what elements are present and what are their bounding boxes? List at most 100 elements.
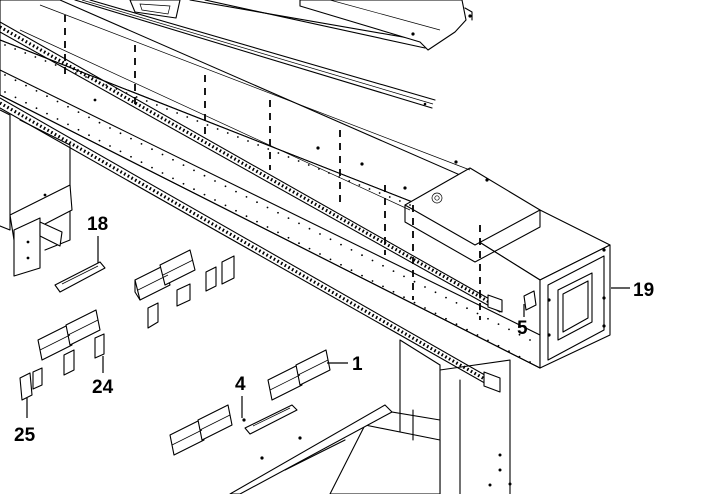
bolt-dot (56, 100, 59, 103)
bolt-dot (247, 140, 249, 142)
bolt-dot (466, 328, 468, 331)
bolt-dot (455, 302, 458, 304)
bolt-dot (109, 145, 111, 147)
bolt-dot (398, 200, 401, 202)
bolt-dot (266, 206, 269, 209)
bolt-dot (298, 242, 300, 245)
bolt-dot (216, 128, 219, 130)
bolt-dot (182, 182, 185, 185)
bolt-dot (151, 166, 153, 169)
bolt-dot (348, 180, 351, 182)
bolt-dot (145, 100, 148, 102)
left-frame (0, 98, 97, 277)
bolt-dot (130, 137, 132, 140)
bolt-dot (298, 222, 300, 225)
bolt-dot (98, 121, 101, 124)
bolt-dot (256, 220, 258, 223)
callout-18-label: 18 (87, 214, 108, 235)
bolt-dot (196, 120, 199, 122)
bolt-dot (77, 111, 80, 113)
bolt-dot (203, 174, 206, 177)
bolt-dot (109, 127, 111, 129)
carriage-block-pair-bottom (169, 404, 233, 456)
lower-long-bar (229, 404, 393, 494)
end-plate (539, 244, 611, 369)
upper-linear-rail (0, 21, 503, 313)
bolt-dot (445, 296, 447, 299)
callout-24: 24 (92, 356, 114, 398)
bolt-dot (135, 96, 138, 98)
bolt-dot (368, 188, 371, 190)
bolt-dot (455, 323, 458, 326)
callout-1: 1 (327, 354, 363, 375)
callout-25-label: 25 (14, 425, 36, 446)
bolt-dot (434, 291, 437, 294)
bolt-dot (14, 48, 17, 50)
bolt-dot (25, 84, 27, 87)
bolt-dot (186, 116, 189, 118)
callout-5-label: 5 (517, 318, 528, 339)
bolt-dot (508, 350, 510, 353)
bolt-dot (35, 107, 38, 110)
bolt-dot (226, 132, 229, 134)
bolt-dot (46, 95, 48, 98)
bolt-dot (307, 164, 310, 166)
bolt-dot (35, 90, 38, 92)
callout-4-label: 4 (235, 374, 246, 395)
bolt-dot (297, 160, 300, 162)
bolt-dot (74, 72, 77, 74)
bolt-dot (476, 334, 479, 336)
bolt-dot (329, 258, 332, 261)
bolt-dot (403, 296, 405, 299)
bolt-dot (44, 60, 47, 62)
bolt-dot (206, 124, 209, 126)
bolt-dot (24, 52, 27, 54)
bolt-dot (25, 101, 27, 104)
bolt-dot (371, 280, 374, 282)
callout-18: 18 (87, 214, 108, 263)
bolt-dot (119, 150, 122, 153)
beam-bolt-row (4, 44, 531, 363)
bolt-dot (224, 185, 227, 188)
bolt-dot (445, 317, 447, 320)
bolt-dot (105, 84, 108, 86)
bolt-dot (88, 116, 90, 119)
bolt-dot (529, 339, 531, 341)
bolt-dot (382, 285, 384, 288)
bolt-dot (358, 184, 361, 186)
callout-5: 5 (517, 304, 528, 339)
bolt-dot (267, 148, 270, 150)
bolt-dot (224, 204, 227, 207)
bolt-dot (518, 333, 521, 336)
bolt-dot (277, 231, 279, 234)
bolt-dot (317, 168, 320, 170)
right-support-leg (329, 339, 512, 494)
bolt-dot (85, 76, 87, 78)
bolt-dot (413, 301, 416, 304)
bolt-dot (176, 112, 179, 114)
bolt-dot (193, 188, 195, 191)
bolt-dot (77, 128, 80, 131)
upper-angle-bar (74, 0, 436, 109)
lower-linear-rail (0, 97, 501, 393)
bolt-dot (172, 158, 174, 161)
callout-4: 4 (235, 374, 246, 418)
carriage-block-pair-1 (267, 349, 331, 401)
bolt-dot (476, 312, 479, 315)
callout-25: 25 (14, 398, 36, 446)
bolt-dot (392, 270, 395, 272)
bolt-dot (214, 180, 216, 182)
part-4-strip (242, 404, 298, 435)
bolt-dot (340, 263, 342, 266)
bolt-dot (235, 209, 237, 212)
bolt-dot (182, 164, 185, 167)
bolt-dot (161, 153, 164, 156)
bolt-dot (236, 136, 239, 138)
bolt-dot (151, 148, 153, 151)
bolt-dot (245, 215, 248, 218)
callout-19-label: 19 (633, 280, 654, 301)
top-channel-bracket (189, 0, 473, 51)
bolt-dot (166, 108, 168, 110)
top-small-plate (129, 0, 181, 19)
bolt-dot (4, 91, 6, 93)
